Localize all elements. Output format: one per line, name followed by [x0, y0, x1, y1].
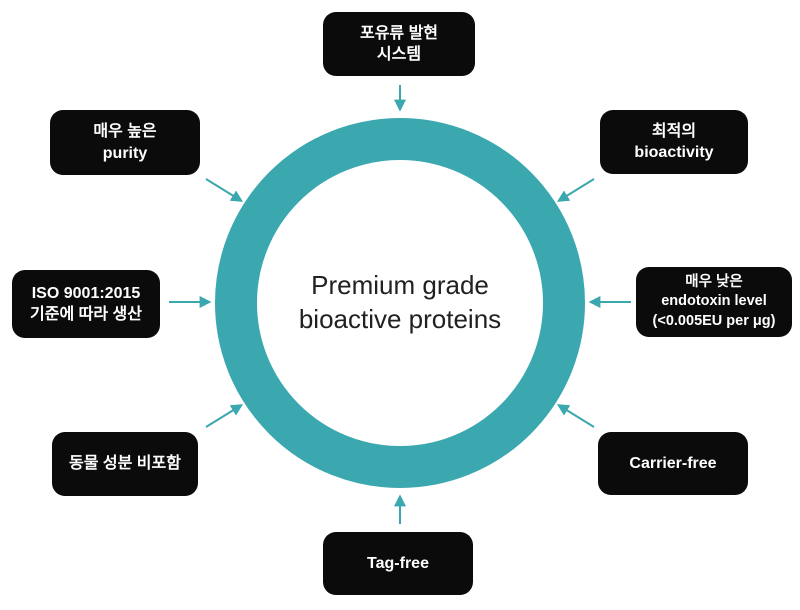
node-label-line: 최적의 — [651, 122, 697, 140]
node-label-line: purity — [102, 144, 148, 162]
arrow-top-right — [556, 178, 595, 202]
node-label-line: 동물 성분 비포함 — [69, 455, 181, 473]
node-mammalian-expression-system: 포유류 발현 시스템 — [323, 12, 475, 76]
arrow-bottom-right — [556, 404, 595, 428]
node-label-line: endotoxin level — [661, 293, 767, 310]
node-label-line: (<0.005EU per μg) — [652, 312, 776, 329]
node-label-line: 매우 높은 — [93, 123, 157, 141]
center-title-line1: Premium grade — [311, 270, 489, 301]
node-label-line: 시스템 — [376, 46, 422, 63]
node-iso-9001-2015: ISO 9001:2015 기준에 따라 생산 — [12, 270, 160, 338]
node-high-purity: 매우 높은 purity — [50, 110, 200, 175]
node-label-line: Carrier-free — [629, 454, 717, 472]
arrow-top-left — [205, 178, 244, 202]
node-label-line: Tag-free — [367, 554, 429, 572]
node-label-line: 매우 낮은 — [685, 273, 743, 290]
node-label-line: ISO 9001:2015 — [31, 284, 141, 302]
node-tag-free: Tag-free — [323, 532, 473, 595]
node-carrier-free: Carrier-free — [598, 432, 748, 495]
center-title: Premium grade bioactive proteins — [299, 269, 501, 337]
node-label-line: 포유류 발현 — [359, 24, 439, 42]
center-circle: Premium grade bioactive proteins — [215, 118, 585, 488]
node-label-line: 기준에 따라 생산 — [30, 306, 142, 323]
node-low-endotoxin-level: 매우 낮은 endotoxin level (<0.005EU per μg) — [636, 267, 792, 337]
node-label-line: bioactivity — [634, 144, 714, 161]
node-optimal-bioactivity: 최적의 bioactivity — [600, 110, 748, 174]
node-animal-component-free: 동물 성분 비포함 — [52, 432, 198, 496]
arrow-bottom-left — [205, 404, 244, 428]
center-title-line2: bioactive proteins — [298, 304, 502, 334]
